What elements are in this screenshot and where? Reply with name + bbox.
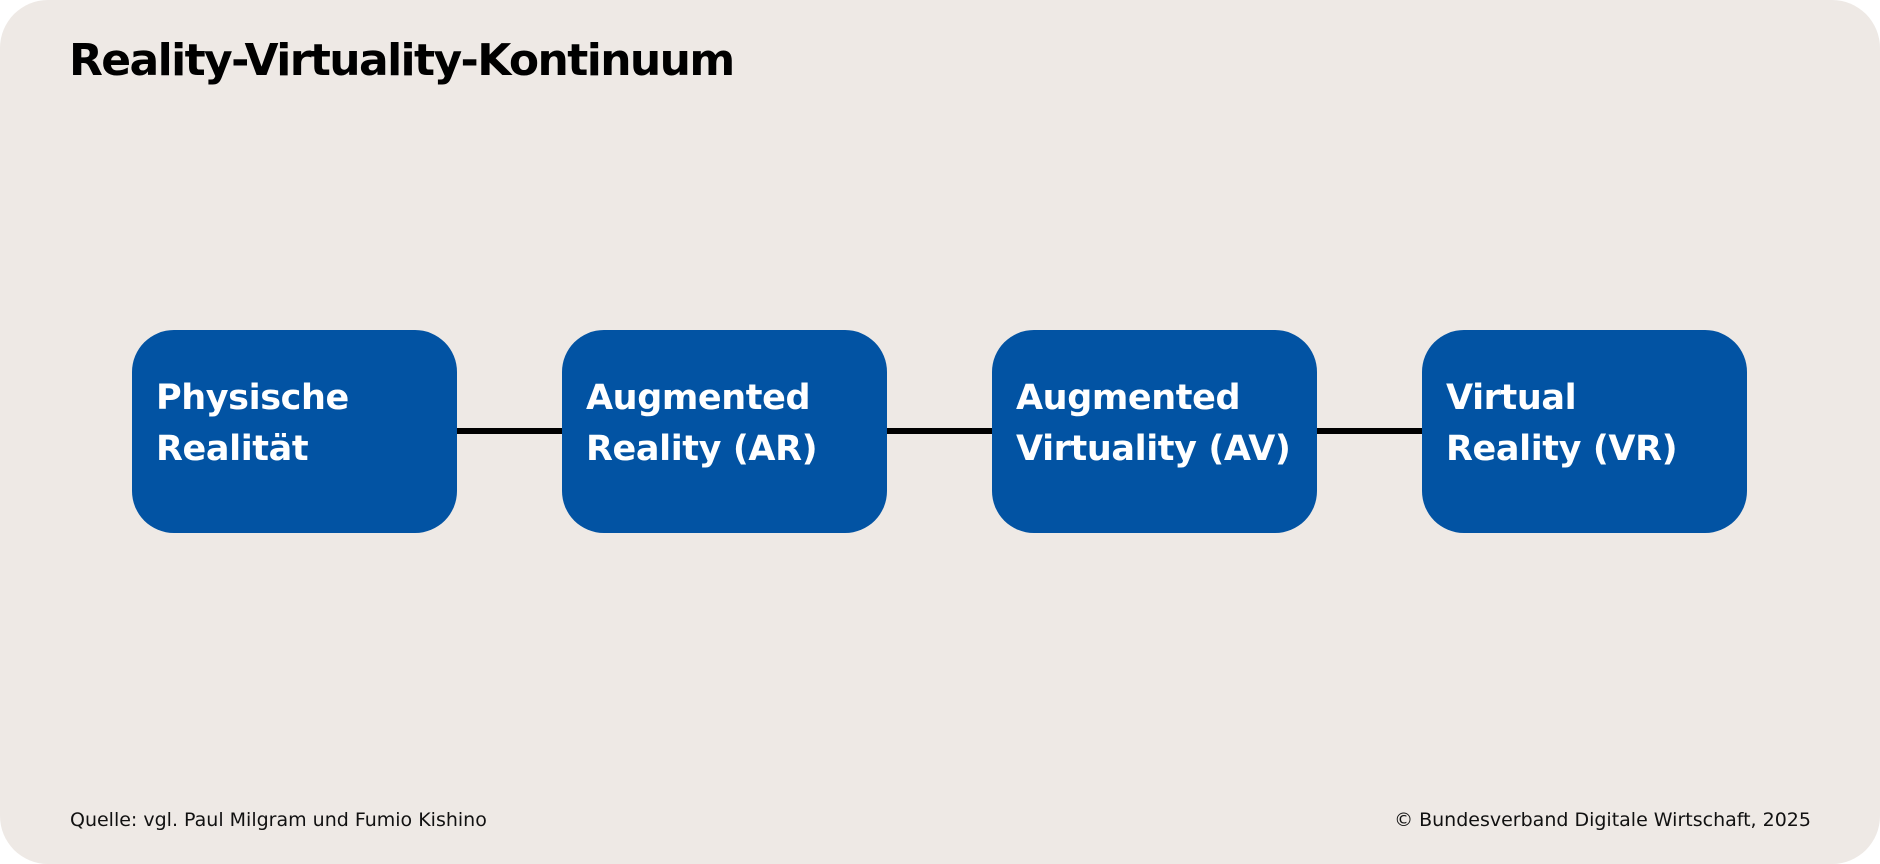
diagram-title: Reality-Virtuality-Kontinuum: [69, 35, 735, 86]
node-label-line-1: Physische: [156, 378, 349, 418]
node-physical-reality: Physische Realität: [132, 330, 457, 533]
node-augmented-reality: Augmented Reality (AR): [562, 330, 887, 533]
node-label-line-2: Reality (VR): [1446, 429, 1678, 469]
copyright-note: © Bundesverband Digitale Wirtschaft, 202…: [1394, 809, 1811, 831]
node-label-line-2: Reality (AR): [586, 429, 818, 469]
node-virtual-reality: Virtual Reality (VR): [1422, 330, 1747, 533]
source-note: Quelle: vgl. Paul Milgram und Fumio Kish…: [70, 809, 487, 831]
node-label-line-1: Augmented: [1016, 378, 1241, 418]
node-label-line-1: Augmented: [586, 378, 811, 418]
node-label-line-1: Virtual: [1446, 378, 1577, 418]
continuum-diagram: Physische Realität Augmented Reality (AR…: [132, 330, 1748, 533]
connector-line-3: [1316, 428, 1423, 434]
node-label-line-2: Realität: [156, 429, 309, 469]
connector-line-1: [456, 428, 563, 434]
node-label-line-2: Virtuality (AV): [1016, 429, 1291, 469]
connector-line-2: [886, 428, 993, 434]
node-augmented-virtuality: Augmented Virtuality (AV): [992, 330, 1317, 533]
